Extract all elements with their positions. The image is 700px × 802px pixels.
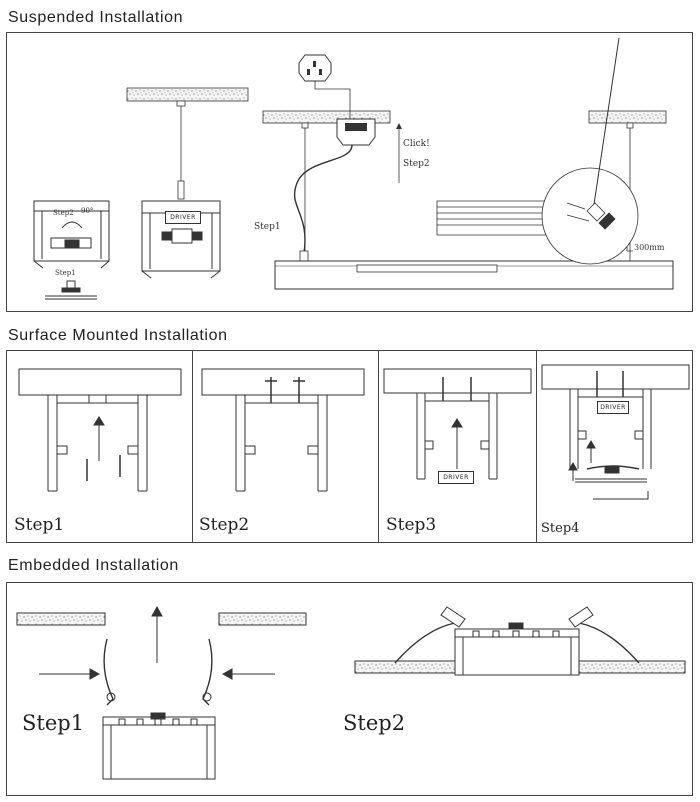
surface-step4: Step4 bbox=[541, 521, 580, 536]
surface-driver-box-4: DRIVER bbox=[597, 401, 629, 414]
suspended-panel: Step2 90° Step1 DRIVER Click! Step2 Step… bbox=[6, 32, 693, 312]
step2-small-label: Step2 bbox=[53, 209, 74, 217]
driver-box: DRIVER bbox=[165, 211, 201, 224]
distance-label: 300mm bbox=[634, 243, 665, 252]
surface-illustration bbox=[18, 364, 690, 500]
surface-step1: Step1 bbox=[14, 515, 65, 535]
surface-driver-box-3: DRIVER bbox=[438, 471, 474, 484]
surface-step2: Step2 bbox=[199, 515, 250, 535]
surface-panel: Step1 Step2 Step3 Step4 DRIVER DRIVER bbox=[6, 350, 693, 543]
step1-label: Step1 bbox=[254, 222, 281, 232]
suspended-section-title: Suspended Installation bbox=[8, 9, 184, 26]
embedded-step2: Step2 bbox=[343, 711, 406, 735]
suspended-illustration bbox=[33, 37, 674, 300]
embedded-step1: Step1 bbox=[22, 711, 85, 735]
embedded-panel: Step1 Step2 bbox=[6, 582, 693, 796]
angle-label: 90° bbox=[81, 207, 94, 215]
embedded-section-title: Embedded Installation bbox=[8, 557, 179, 574]
click-label: Click! bbox=[403, 139, 430, 149]
surface-section-title: Surface Mounted Installation bbox=[8, 327, 228, 344]
step2-label: Step2 bbox=[403, 159, 430, 169]
surface-step3: Step3 bbox=[386, 515, 437, 535]
step1-small-label: Step1 bbox=[55, 269, 76, 277]
embedded-illustration bbox=[16, 605, 686, 780]
